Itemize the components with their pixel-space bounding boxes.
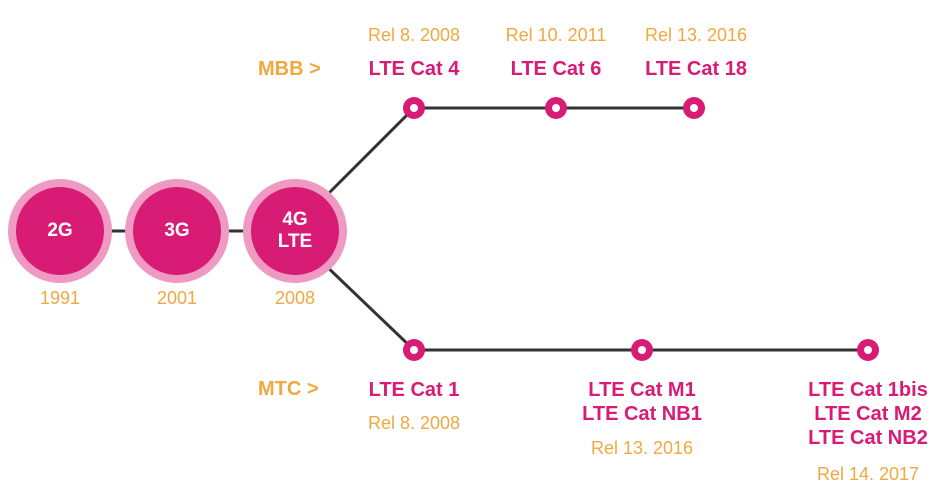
mbb-cat-1: LTE Cat 4 [368, 58, 460, 80]
mbb-cat-3: LTE Cat 18 [645, 58, 747, 80]
mbb-cat-2: LTE Cat 6 [510, 58, 602, 80]
gen-circle-2g: 2G [16, 187, 104, 275]
mtc-node-2 [631, 339, 653, 361]
year-4g: 2008 [274, 288, 316, 308]
mtc-cat-3: LTE Cat 1bis LTE Cat M2 LTE Cat NB2 [808, 379, 928, 449]
mtc-rel-2: Rel 13. 2016 [590, 438, 694, 458]
gen-circle-4g-lte: 4G LTE [251, 187, 339, 275]
mbb-node-1 [403, 97, 425, 119]
mbb-rel-3: Rel 13. 2016 [644, 25, 748, 45]
branch-line-mbb [320, 106, 416, 202]
mbb-rel-2: Rel 10. 2011 [505, 25, 607, 45]
track-label-mtc: MTC > [258, 378, 319, 400]
gen-circle-3g: 3G [133, 187, 221, 275]
mbb-rel-1: Rel 8. 2008 [367, 25, 461, 45]
year-2g: 1991 [39, 288, 81, 308]
mtc-cat-1: LTE Cat 1 [368, 379, 460, 401]
mtc-node-3 [857, 339, 879, 361]
track-label-mbb: MBB > [258, 58, 321, 80]
mtc-rel-3: Rel 14. 2017 [816, 464, 920, 484]
mtc-cat-2: LTE Cat M1 LTE Cat NB1 [582, 379, 702, 425]
mbb-node-2 [545, 97, 567, 119]
mtc-rel-1: Rel 8. 2008 [367, 413, 461, 433]
mtc-node-1 [403, 339, 425, 361]
branch-line-mtc [320, 260, 416, 352]
year-3g: 2001 [156, 288, 198, 308]
mbb-node-3 [683, 97, 705, 119]
